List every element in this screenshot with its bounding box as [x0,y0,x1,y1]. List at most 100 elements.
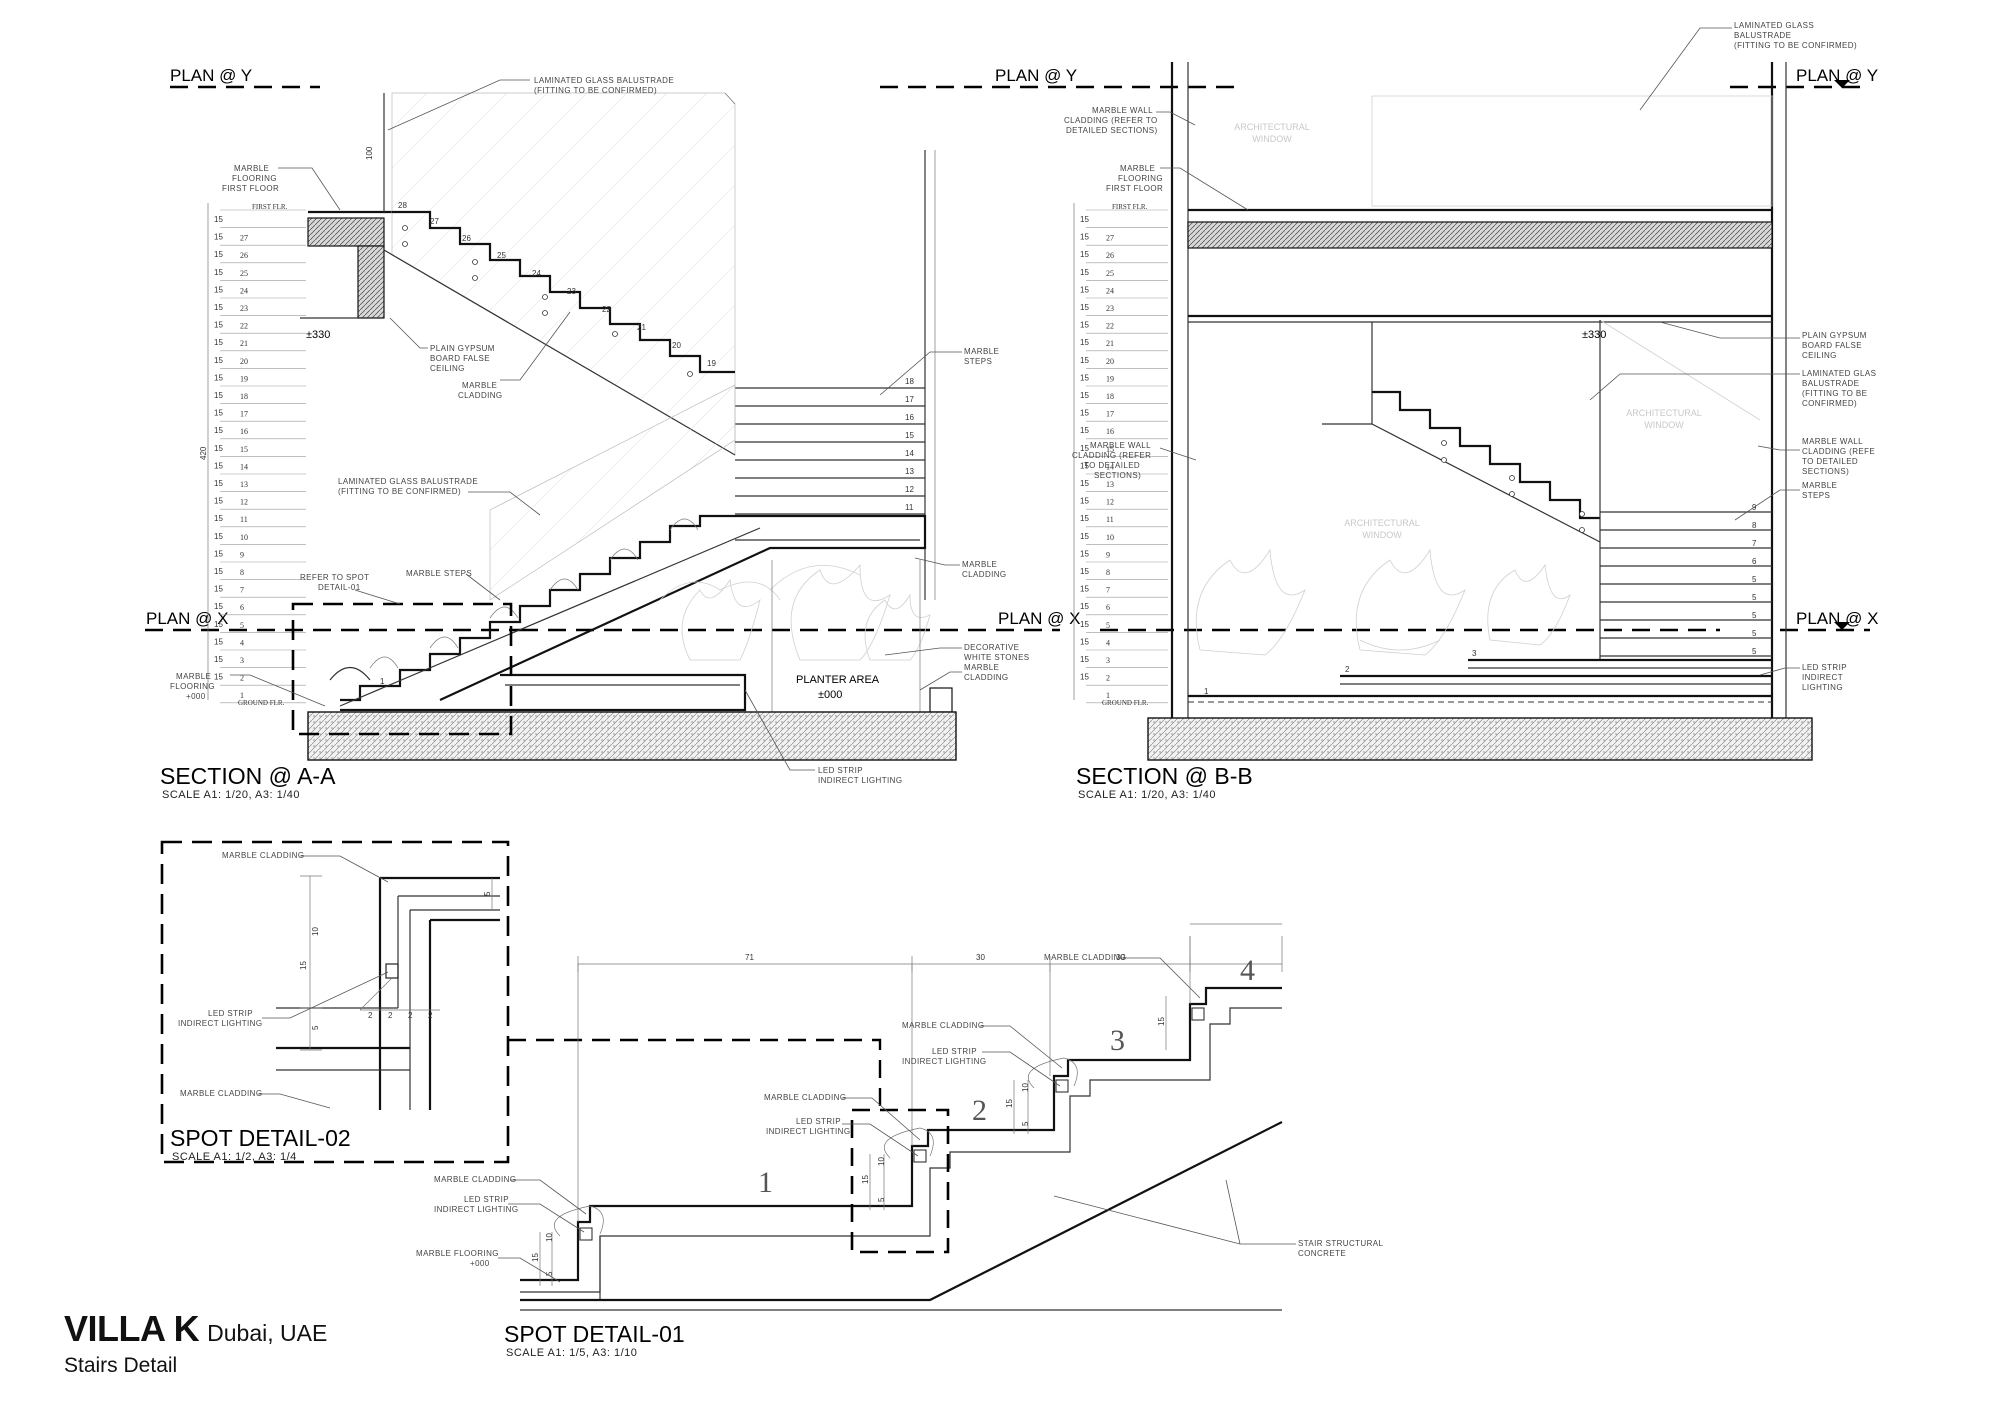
section-a-riser-number: 13 [240,480,248,489]
svg-text:28: 28 [398,201,407,210]
note-a-cladding-low-2: CLADDING [964,673,1009,682]
section-a-riser-number: 2 [240,674,244,683]
svg-text:1: 1 [1204,687,1209,696]
section-b-riser-number: 3 [1106,656,1110,665]
svg-text:13: 13 [905,467,914,476]
section-a-scale: SCALE A1: 1/20, A3: 1/40 [162,789,300,801]
note-a-cladding-1: MARBLE [462,381,497,390]
section-a-riser-dim: 15 [214,233,223,242]
ceiling-elevation-b: ±330 [1582,329,1606,341]
section-b-drawing: 1527152615251524152315221521152015191518… [1073,62,1813,761]
section-b-riser-number: 18 [1106,392,1114,401]
note-a-ground-flooring-1: MARBLE [176,672,211,681]
spot02-dim-10: 10 [311,927,320,936]
section-b-riser-number: 15 [1106,445,1114,454]
plan-y-label-a: PLAN @ Y [170,66,252,85]
section-a-riser-dim: 15 [214,532,223,541]
section-a-riser-number: 23 [240,304,248,313]
spot01-dim-15-d: 15 [1157,1017,1166,1026]
note-b-balustrade-3: (FITTING TO BE [1802,389,1867,398]
svg-text:23: 23 [567,287,576,296]
section-a-riser-dim: 15 [214,514,223,523]
section-b-riser-number: 8 [1106,568,1110,577]
note-b-wall-left-1: MARBLE WALL [1090,441,1151,450]
note-b-steps-1: MARBLE [1802,481,1837,490]
section-b-riser-dim: 15 [1080,250,1089,259]
spot01-led-3-1: LED STRIP [932,1047,977,1056]
note-a-stones-2: WHITE STONES [964,653,1030,662]
svg-text:27: 27 [430,217,439,226]
ghost-window-2-line2: WINDOW [1644,420,1684,430]
section-a-riser-dim: 15 [214,356,223,365]
section-b-riser-dim: 15 [1080,567,1089,576]
section-b-riser-number: 5 [1106,621,1110,630]
ghost-window-1-line1: ARCHITECTURAL [1234,122,1310,132]
section-b-riser-dim: 15 [1080,285,1089,294]
section-b-riser-number: 17 [1106,410,1114,419]
note-b-gypsum-3: CEILING [1802,351,1837,360]
note-a-ground-flooring-3: +000 [186,692,206,701]
section-a-riser-number: 7 [240,586,244,595]
section-b-riser-number: 10 [1106,533,1114,542]
plan-y-label-mid: PLAN @ Y [995,66,1077,85]
ghost-window-3-line2: WINDOW [1362,530,1402,540]
section-a-riser-number: 11 [240,515,248,524]
section-a-riser-dim: 15 [214,549,223,558]
section-b-riser-dim: 15 [1080,268,1089,277]
plan-x-label-b: PLAN @ X [1796,609,1878,628]
section-a-riser-dim: 15 [214,303,223,312]
svg-text:7: 7 [1752,539,1757,548]
section-b-riser-dim: 15 [1080,602,1089,611]
section-b-riser-dim: 15 [1080,655,1089,664]
spot01-step-1: 1 [758,1166,773,1199]
note-a-ground-flooring-2: FLOORING [170,682,215,691]
note-a-cladding-low-1: MARBLE [964,663,999,672]
svg-text:5: 5 [1752,593,1757,602]
ceiling-elevation-a: ±330 [306,329,330,341]
ground-floor-label-a: GROUND FLR. [238,699,285,707]
spot01-step-4: 4 [1240,954,1255,987]
section-a-riser-number: 25 [240,269,248,278]
section-a-riser-dim: 15 [214,461,223,470]
svg-text:8: 8 [1752,521,1757,530]
section-b-riser-dim: 15 [1080,338,1089,347]
note-b-wall-left-4: SECTIONS) [1094,471,1141,480]
section-a-riser-dim: 15 [214,391,223,400]
spot01-cladding-2: MARBLE CLADDING [764,1093,846,1102]
section-b-riser-dim: 15 [1080,620,1089,629]
section-b-riser-dim: 15 [1080,585,1089,594]
section-a-riser-dim: 15 [214,497,223,506]
note-b-wall-top-2: CLADDING (REFER TO [1064,116,1158,125]
spot01-concrete-1: STAIR STRUCTURAL [1298,1239,1384,1248]
section-a-riser-number: 5 [240,621,244,630]
spot02-dim-15: 15 [299,961,308,970]
ghost-window-2-line1: ARCHITECTURAL [1626,408,1702,418]
section-a-riser-dim: 15 [214,285,223,294]
spot01-led-2-2: INDIRECT LIGHTING [766,1127,850,1136]
section-b-riser-number: 7 [1106,586,1110,595]
spot02-dim-2d: 2 [428,1011,433,1020]
section-b-riser-dim: 15 [1080,373,1089,382]
note-a-marble-flooring-3: FIRST FLOOR [222,184,279,193]
spot01-cladding-4: MARBLE CLADDING [1044,953,1126,962]
note-b-wall-right-2: CLADDING (REFE [1802,447,1875,456]
note-b-wall-left-3: TO DETAILED [1084,461,1140,470]
note-b-led-2: INDIRECT [1802,673,1843,682]
section-a-riser-number: 16 [240,427,248,436]
svg-text:22: 22 [602,305,611,314]
planter-area-label: PLANTER AREA [796,674,880,686]
section-a-drawing: 1527152615251524152315221521152015191518… [199,92,957,761]
section-b-riser-number: 6 [1106,603,1110,612]
note-a-marble-flooring-2: FLOORING [232,174,277,183]
spot01-dim-15-a: 15 [531,1253,540,1262]
svg-text:16: 16 [905,413,914,422]
note-b-wall-left-2: CLADDING (REFER [1072,451,1151,460]
section-b-riser-number: 23 [1106,304,1114,313]
section-b-riser-dim: 15 [1080,215,1089,224]
spot01-led-1-2: INDIRECT LIGHTING [434,1205,518,1214]
svg-text:6: 6 [1752,557,1757,566]
spot01-dim-5-a: 5 [545,1271,554,1276]
spot-detail-02-scale: SCALE A1: 1/2, A3: 1/4 [172,1151,297,1163]
section-a-riser-dim: 15 [214,585,223,594]
